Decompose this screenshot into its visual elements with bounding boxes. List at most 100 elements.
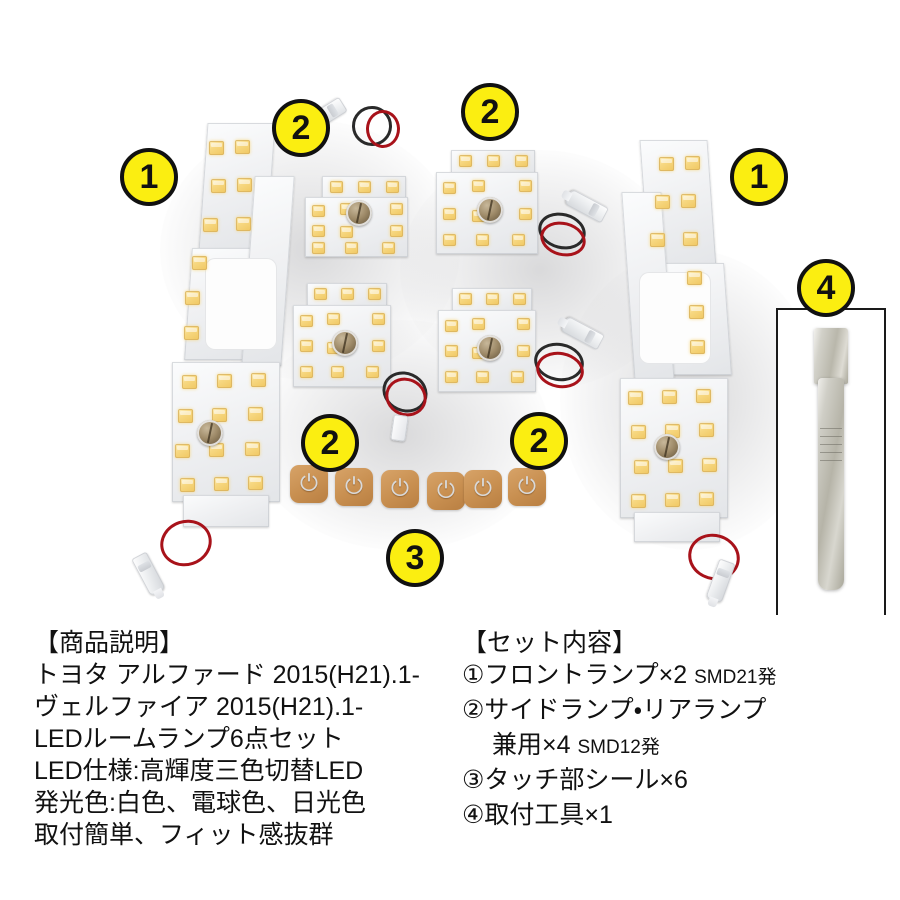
led bbox=[476, 234, 489, 246]
led bbox=[459, 155, 472, 167]
touch-sensor bbox=[332, 330, 358, 356]
tool-handle bbox=[818, 378, 844, 590]
tool-blade bbox=[814, 328, 848, 384]
set-contents-item-note: SMD21発 bbox=[694, 667, 777, 688]
set-contents-item-main: ④取付工具×1 bbox=[462, 801, 613, 829]
led bbox=[345, 242, 358, 254]
callout-badge-2-midleft[interactable]: 2 bbox=[301, 414, 359, 472]
touch-seal: ⏻ bbox=[381, 470, 419, 508]
power-icon: ⏻ bbox=[436, 477, 456, 504]
led bbox=[665, 493, 680, 507]
set-contents-item: ②サイドランプ・リアランプ bbox=[462, 694, 892, 729]
led bbox=[515, 155, 528, 167]
led bbox=[445, 320, 458, 332]
led bbox=[459, 293, 472, 305]
description-line: ヴェルファイア 2015(H21).1- bbox=[34, 693, 364, 721]
led bbox=[300, 340, 313, 352]
led bbox=[366, 366, 379, 378]
power-icon: ⏻ bbox=[344, 473, 364, 500]
led bbox=[358, 181, 371, 193]
power-icon: ⏻ bbox=[390, 475, 410, 502]
set-contents-item-main: 兼用×4 bbox=[492, 731, 571, 759]
wire-loop bbox=[366, 110, 400, 148]
product-photo: ⏻ ⏻ ⏻ ⏻ ⏻ ⏻ bbox=[0, 0, 900, 615]
callout-badge-4-tool[interactable]: 4 bbox=[797, 259, 855, 317]
pcb-section bbox=[634, 512, 720, 542]
touch-seal: ⏻ bbox=[335, 468, 373, 506]
led bbox=[300, 315, 313, 327]
led bbox=[517, 318, 530, 330]
tool-grip-line bbox=[820, 460, 842, 461]
led bbox=[372, 340, 385, 352]
led bbox=[511, 371, 524, 383]
led bbox=[203, 218, 218, 232]
callout-badge-3-seals[interactable]: 3 bbox=[386, 529, 444, 587]
led bbox=[175, 444, 190, 458]
description-line: LED仕様:高輝度三色切替LED bbox=[34, 757, 364, 785]
led bbox=[689, 305, 704, 319]
touch-sensor bbox=[477, 197, 503, 223]
callout-badge-1-left[interactable]: 1 bbox=[120, 148, 178, 206]
led bbox=[251, 373, 266, 387]
led bbox=[312, 242, 325, 254]
led bbox=[209, 141, 224, 155]
description-heading: 【商品説明】 bbox=[34, 629, 185, 657]
callout-badge-2-topleft[interactable]: 2 bbox=[272, 99, 330, 157]
led bbox=[182, 375, 197, 389]
touch-seal: ⏻ bbox=[464, 470, 502, 508]
led bbox=[683, 232, 698, 246]
led bbox=[386, 181, 399, 193]
touch-sensor bbox=[197, 420, 223, 446]
text-panel: 【商品説明】 トヨタ アルファード 2015(H21).1- ヴェルファイア 2… bbox=[0, 615, 900, 900]
callout-badge-2-midright[interactable]: 2 bbox=[510, 412, 568, 470]
led bbox=[235, 140, 250, 154]
description-line: 取付簡単、フィット感抜群 bbox=[34, 821, 334, 849]
led bbox=[659, 157, 674, 171]
led bbox=[211, 179, 226, 193]
set-contents-item-main: ③タッチ部シール×6 bbox=[462, 766, 688, 794]
led bbox=[178, 409, 193, 423]
set-contents-item: ③タッチ部シール×6 bbox=[462, 764, 892, 799]
led bbox=[655, 195, 670, 209]
callout-badge-1-right[interactable]: 1 bbox=[730, 148, 788, 206]
led bbox=[443, 208, 456, 220]
led bbox=[476, 371, 489, 383]
led bbox=[472, 318, 485, 330]
power-icon: ⏻ bbox=[517, 473, 537, 500]
description-line: 発光色:白色、電球色、日光色 bbox=[34, 789, 366, 817]
led bbox=[248, 407, 263, 421]
touch-sensor bbox=[477, 335, 503, 361]
led bbox=[687, 271, 702, 285]
led bbox=[631, 425, 646, 439]
led bbox=[696, 389, 711, 403]
set-contents-column: 【セット内容】 ①フロントランプ×2 SMD21発 ②サイドランプ・リアランプ … bbox=[462, 627, 892, 834]
set-contents-item: 兼用×4 SMD12発 bbox=[462, 729, 892, 764]
tool-grip-line bbox=[820, 428, 842, 429]
led bbox=[185, 291, 200, 305]
led bbox=[662, 390, 677, 404]
pcb-cutout bbox=[205, 258, 277, 350]
led bbox=[513, 293, 526, 305]
led bbox=[631, 494, 646, 508]
led bbox=[685, 156, 700, 170]
led bbox=[517, 345, 530, 357]
led bbox=[209, 443, 224, 457]
led bbox=[300, 366, 313, 378]
led bbox=[650, 233, 665, 247]
description-column: 【商品説明】 トヨタ アルファード 2015(H21).1- ヴェルファイア 2… bbox=[34, 627, 464, 851]
wire-plug bbox=[390, 414, 409, 442]
led bbox=[443, 234, 456, 246]
tool-grip-line bbox=[820, 436, 842, 437]
led bbox=[236, 217, 251, 231]
led bbox=[312, 205, 325, 217]
touch-seal: ⏻ bbox=[427, 472, 465, 510]
led bbox=[382, 242, 395, 254]
led bbox=[327, 313, 340, 325]
tool-box bbox=[776, 308, 886, 615]
power-icon: ⏻ bbox=[299, 470, 319, 497]
pcb-section bbox=[183, 495, 269, 527]
callout-badge-2-topright[interactable]: 2 bbox=[461, 83, 519, 141]
touch-sensor bbox=[654, 434, 680, 460]
description-line: トヨタ アルファード 2015(H21).1- bbox=[34, 661, 420, 689]
led bbox=[217, 374, 232, 388]
